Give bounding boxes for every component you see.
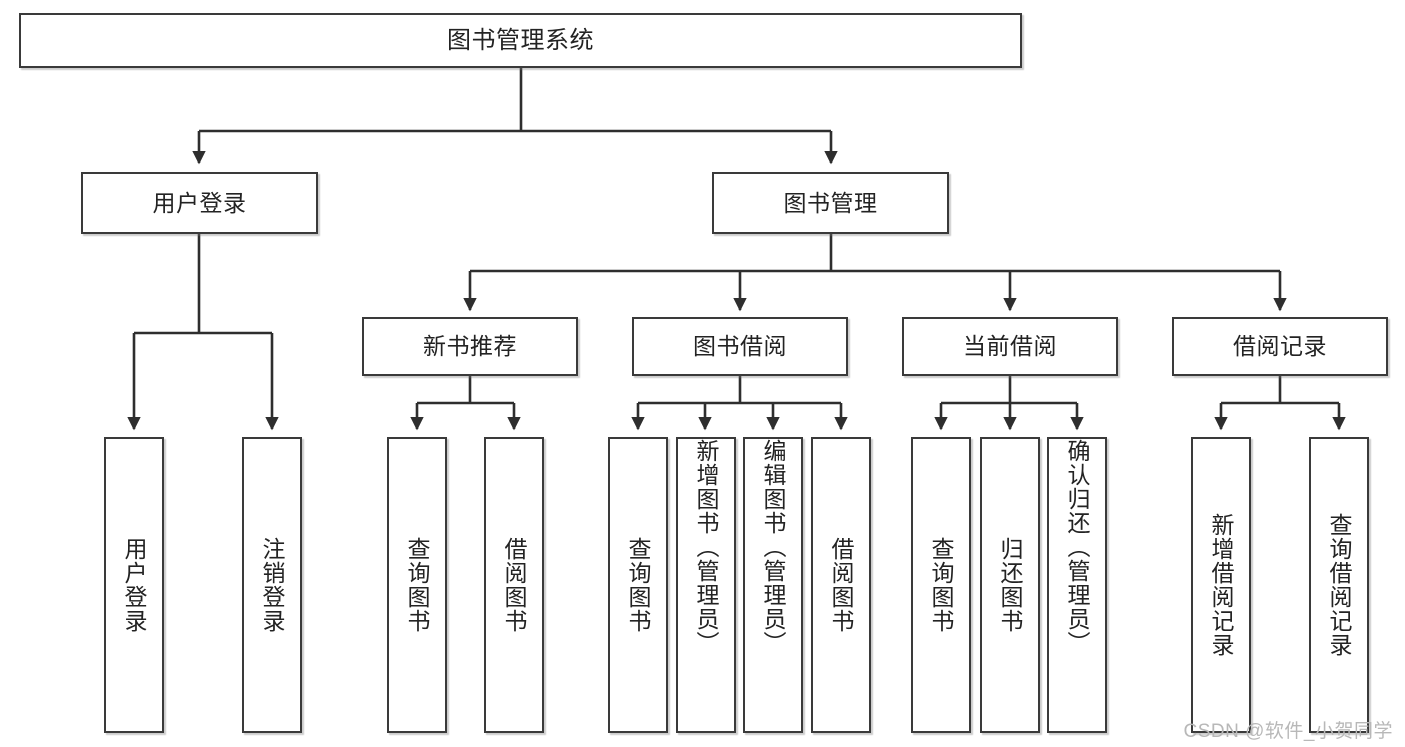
- node-label: 归还图书: [997, 537, 1024, 633]
- node-label: 查询图书: [625, 537, 652, 633]
- watermark-text: CSDN @软件_小贺同学: [1183, 721, 1393, 742]
- node-root-system[interactable]: 图书管理系统: [19, 13, 1022, 68]
- node-label: 查询图书: [928, 537, 955, 633]
- leaf-confirm-return-admin[interactable]: 确认归还（管理员）: [1047, 437, 1107, 733]
- leaf-query-borrow-record[interactable]: 查询借阅记录: [1309, 437, 1369, 733]
- leaf-edit-book-admin[interactable]: 编辑图书（管理员）: [743, 437, 803, 733]
- leaf-query-book-borrow[interactable]: 查询图书: [608, 437, 668, 733]
- node-label: 新增图书（管理员）: [693, 439, 720, 655]
- leaf-borrow-book[interactable]: 借阅图书: [811, 437, 871, 733]
- leaf-user-login[interactable]: 用户登录: [104, 437, 164, 733]
- node-label: 查询图书: [404, 537, 431, 633]
- node-label: 新书推荐: [423, 333, 517, 360]
- leaf-query-book-current[interactable]: 查询图书: [911, 437, 971, 733]
- node-label: 注销登录: [259, 537, 286, 633]
- node-label: 查询借阅记录: [1326, 513, 1353, 657]
- node-current-borrow[interactable]: 当前借阅: [902, 317, 1118, 376]
- node-label: 新增借阅记录: [1208, 513, 1235, 657]
- node-label: 用户登录: [152, 189, 247, 216]
- node-new-book-recommend[interactable]: 新书推荐: [362, 317, 578, 376]
- node-book-borrow[interactable]: 图书借阅: [632, 317, 848, 376]
- node-label: 图书管理系统: [447, 26, 594, 54]
- leaf-return-book[interactable]: 归还图书: [980, 437, 1040, 733]
- node-label: 借阅图书: [501, 537, 528, 633]
- node-user-login[interactable]: 用户登录: [81, 172, 318, 234]
- leaf-add-borrow-record[interactable]: 新增借阅记录: [1191, 437, 1251, 733]
- node-borrow-record[interactable]: 借阅记录: [1172, 317, 1388, 376]
- node-label: 图书借阅: [693, 333, 787, 360]
- leaf-logout[interactable]: 注销登录: [242, 437, 302, 733]
- leaf-query-book-recommend[interactable]: 查询图书: [387, 437, 447, 733]
- node-label: 借阅记录: [1233, 333, 1327, 360]
- leaf-add-book-admin[interactable]: 新增图书（管理员）: [676, 437, 736, 733]
- node-label: 编辑图书（管理员）: [760, 439, 787, 655]
- node-label: 确认归还（管理员）: [1064, 439, 1091, 655]
- node-label: 用户登录: [121, 537, 148, 633]
- node-label: 借阅图书: [828, 537, 855, 633]
- leaf-borrow-book-recommend[interactable]: 借阅图书: [484, 437, 544, 733]
- node-label: 当前借阅: [963, 333, 1057, 360]
- node-book-management[interactable]: 图书管理: [712, 172, 949, 234]
- node-label: 图书管理: [783, 189, 878, 216]
